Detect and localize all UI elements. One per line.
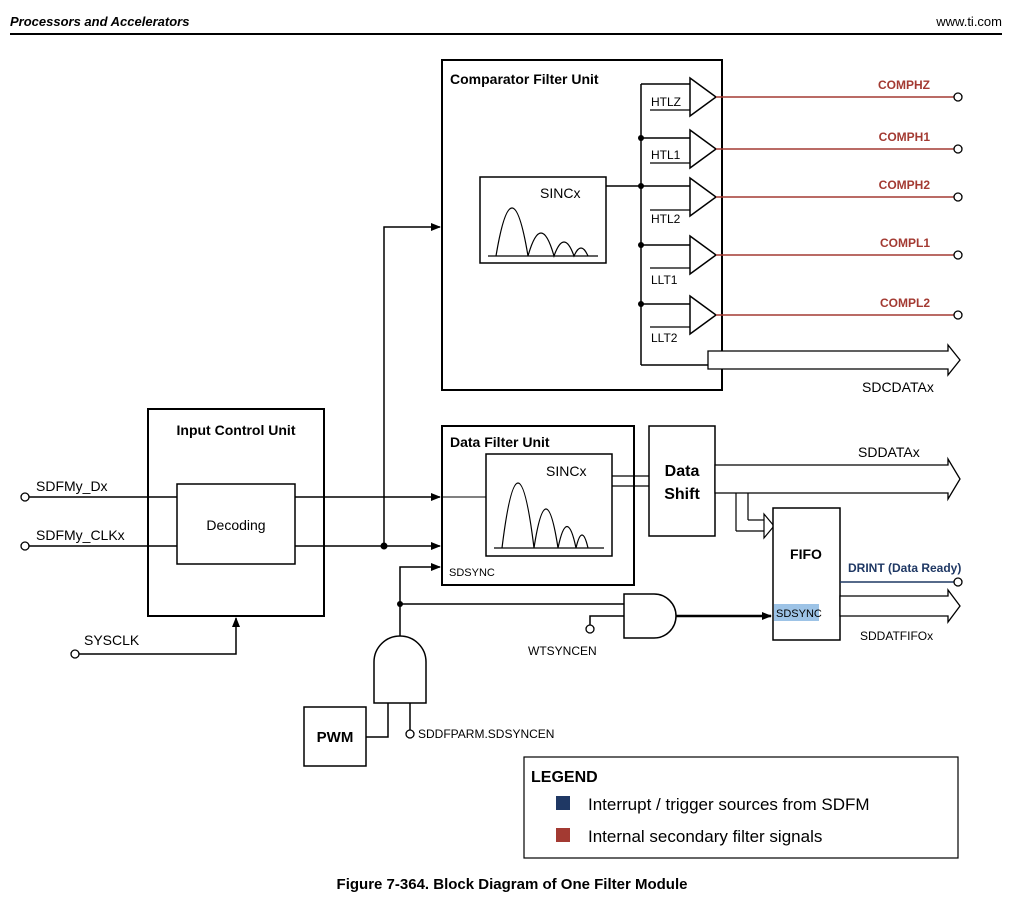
fifo-label: FIFO [790, 546, 822, 562]
comparator-output-label: COMPL1 [880, 236, 930, 250]
decoding-box [176, 483, 296, 565]
comparator-label: HTLZ [651, 95, 681, 109]
comparator-filter-unit-title: Comparator Filter Unit [450, 71, 599, 87]
comparator-label: LLT1 [651, 273, 678, 287]
header-section-title: Processors and Accelerators [10, 14, 190, 29]
decoding-label: Decoding [206, 517, 265, 533]
pwm-label: PWM [317, 729, 354, 746]
header-rule [10, 33, 1002, 35]
sddatfifox-label: SDDATFIFOx [860, 629, 933, 643]
comparator-llt2: LLT2 COMPL2 [641, 294, 963, 345]
data-sinc-filter: SINCx [485, 453, 613, 557]
sdfm-dx-label: SDFMy_Dx [36, 478, 108, 494]
data-shift-label-line1: Data [665, 463, 700, 480]
sddatax-label: SDDATAx [858, 444, 920, 460]
pwm-and-gate [373, 635, 427, 704]
fifo-sdsync-highlight [774, 604, 819, 621]
comparator-sinc-filter: SINCx [479, 176, 607, 264]
sdcdatax-bus-arrow [641, 343, 961, 377]
fifo-input-bus [735, 493, 775, 540]
comparator-output-label: COMPH2 [879, 178, 931, 192]
comparator-label: HTL1 [651, 148, 681, 162]
legend-item-interrupt: Interrupt / trigger sources from SDFM [588, 795, 870, 814]
comparator-output-label: COMPH1 [879, 130, 931, 144]
figure-caption: Figure 7-364. Block Diagram of One Filte… [336, 876, 688, 893]
comparator-llt1: LLT1 COMPL1 [641, 234, 963, 287]
comparator-sinc-label: SINCx [540, 185, 580, 201]
wtsyncen-label: WTSYNCEN [528, 644, 597, 658]
wtsyncen-and-gate [623, 593, 677, 639]
sysclk-label: SYSCLK [84, 632, 140, 648]
sdcdatax-label: SDCDATAx [862, 379, 934, 395]
legend: LEGEND Interrupt / trigger sources from … [523, 756, 959, 859]
fifo-sdsync-label: SDSYNC [776, 608, 822, 620]
comparator-output-label: COMPHZ [878, 78, 930, 92]
data-shift-label-line2: Shift [664, 486, 700, 503]
pwm-box [303, 706, 367, 767]
comparator-htl2: HTL2 COMPH2 [641, 176, 963, 226]
sddatfifox-bus-arrow [839, 588, 961, 624]
data-filter-unit-title: Data Filter Unit [450, 434, 550, 450]
comparator-htl1: HTL1 COMPH1 [641, 128, 963, 170]
legend-item-internal: Internal secondary filter signals [588, 827, 822, 846]
data-filter-sdsync-label: SDSYNC [449, 567, 495, 579]
comparator-htlz: HTLZ COMPHZ [641, 76, 963, 118]
comparator-label: HTL2 [651, 212, 681, 226]
input-control-unit-title: Input Control Unit [177, 422, 296, 438]
legend-swatch-internal [556, 828, 570, 842]
data-shift-box [648, 425, 716, 537]
header-site-url: www.ti.com [936, 14, 1002, 29]
sddfparm-label: SDDFPARM.SDSYNCEN [418, 727, 554, 741]
sdfm-clkx-label: SDFMy_CLKx [36, 527, 125, 543]
legend-title: LEGEND [531, 769, 598, 786]
legend-swatch-interrupt [556, 796, 570, 810]
comparator-label: LLT2 [651, 331, 678, 345]
drint-label: DRINT (Data Ready) [848, 561, 961, 575]
comparator-output-label: COMPL2 [880, 296, 930, 310]
sddatax-bus-arrow [714, 456, 961, 502]
data-sinc-label: SINCx [546, 463, 586, 479]
